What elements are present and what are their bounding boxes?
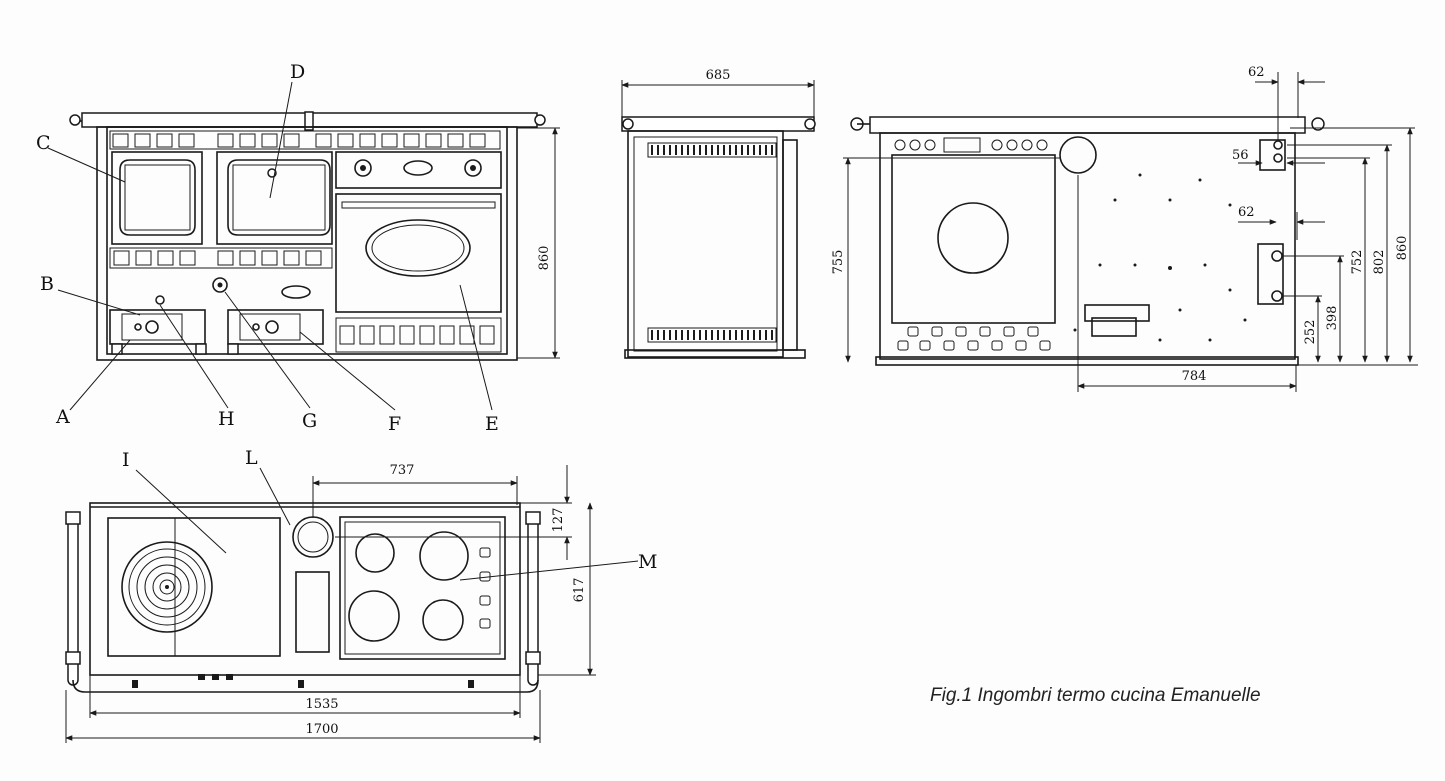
- dim-top-617: 617: [572, 578, 587, 603]
- label-b: B: [40, 273, 54, 295]
- dim-rear-398: 398: [1325, 306, 1340, 331]
- label-a: A: [55, 406, 70, 428]
- label-l: L: [245, 447, 258, 469]
- side-view: 685: [621, 68, 816, 359]
- dim-side-depth: 685: [706, 68, 731, 83]
- label-m: M: [638, 551, 657, 573]
- label-f: F: [388, 413, 401, 435]
- door-d: [216, 151, 333, 245]
- label-e: E: [485, 413, 499, 435]
- dim-rear-62-mid: 62: [1238, 205, 1255, 220]
- dim-rear-62-top: 62: [1248, 65, 1265, 80]
- dim-front-height: 860: [537, 246, 552, 271]
- figure-caption: Fig.1 Ingombri termo cucina Emanuelle: [930, 685, 1261, 706]
- front-view: 860 C D B A H G F E: [36, 61, 560, 435]
- rear-view: 62 56 62 755 860 802 752 398 252 7: [831, 65, 1418, 392]
- oven-door-e: [335, 193, 502, 313]
- dim-top-737: 737: [390, 463, 415, 478]
- dim-rear-755: 755: [831, 250, 846, 275]
- label-g: G: [302, 410, 317, 432]
- dim-rear-56: 56: [1232, 148, 1249, 163]
- door-c: [111, 151, 203, 245]
- dim-rear-252: 252: [1303, 320, 1318, 345]
- dim-top-127: 127: [551, 508, 566, 533]
- dim-top-1700: 1700: [305, 722, 338, 737]
- label-c: C: [36, 132, 51, 154]
- dim-rear-752: 752: [1350, 250, 1365, 275]
- dim-rear-802: 802: [1372, 250, 1387, 275]
- label-d: D: [290, 61, 305, 83]
- top-view: I L M 737 127 617 1535 1700: [65, 447, 657, 743]
- dim-rear-784: 784: [1182, 369, 1207, 384]
- label-h: H: [218, 408, 235, 430]
- tile-row-top: [109, 130, 501, 150]
- dim-top-1535: 1535: [305, 697, 338, 712]
- dim-rear-860: 860: [1395, 236, 1410, 261]
- label-i: I: [122, 449, 130, 471]
